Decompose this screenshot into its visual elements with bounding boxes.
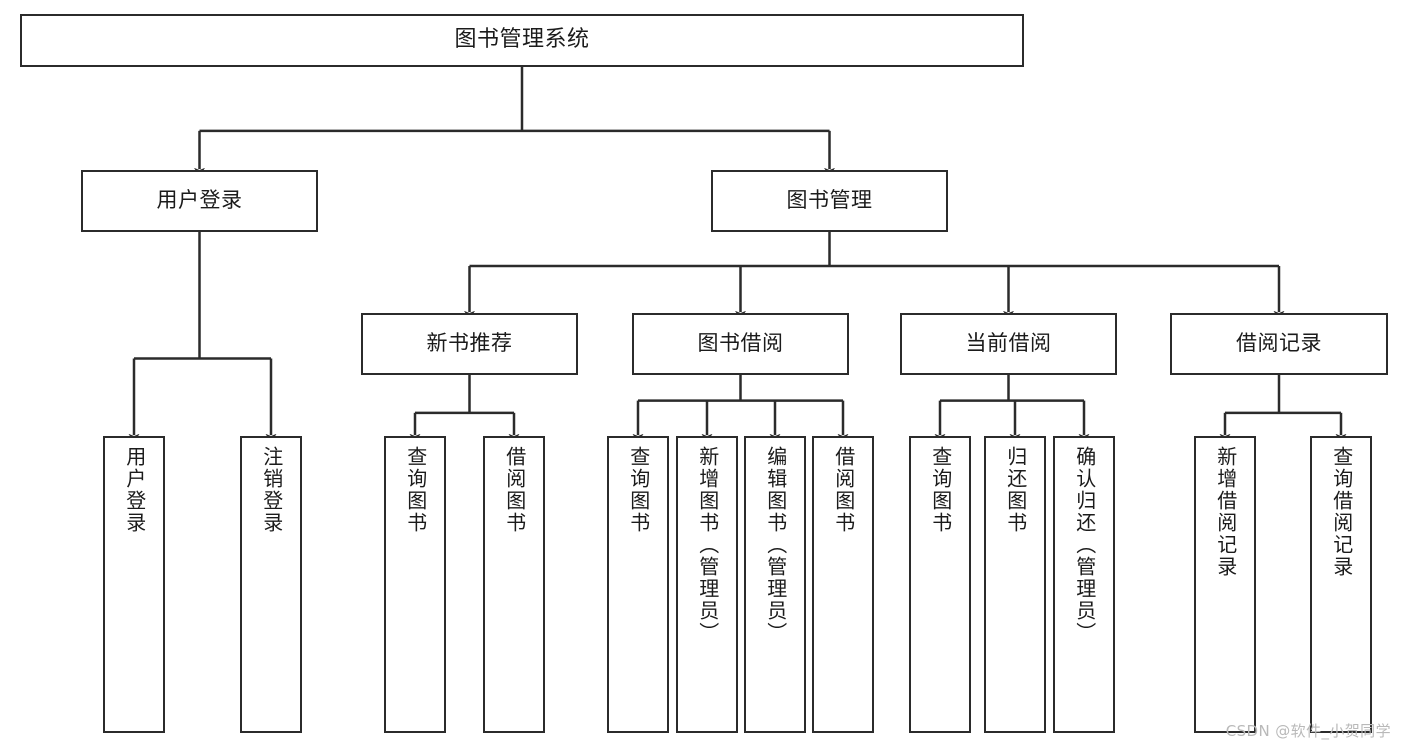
node-borrow-record[interactable]: 借阅记录 [1170,313,1388,375]
leaf-query-record[interactable]: 查询借阅记录 [1310,436,1372,733]
node-book-borrow[interactable]: 图书借阅 [632,313,849,375]
node-borrow-record-label: 借阅记录 [1236,331,1322,356]
node-user-login-label: 用户登录 [156,188,243,213]
leaf-add-book[interactable]: 新增图书（管理员） [676,436,738,733]
node-root[interactable]: 图书管理系统 [20,14,1024,67]
node-user-login[interactable]: 用户登录 [81,170,318,232]
leaf-add-record[interactable]: 新增借阅记录 [1194,436,1256,733]
node-new-book-recommend-label: 新书推荐 [426,331,513,356]
leaf-edit-book[interactable]: 编辑图书（管理员） [744,436,806,733]
node-book-borrow-label: 图书借阅 [697,331,784,356]
leaf-confirm-return[interactable]: 确认归还（管理员） [1053,436,1115,733]
node-current-borrow[interactable]: 当前借阅 [900,313,1117,375]
leaf-logout-label: 注销登录 [259,446,284,534]
leaf-return-book[interactable]: 归还图书 [984,436,1046,733]
leaf-query-book-2[interactable]: 查询图书 [607,436,669,733]
node-new-book-recommend[interactable]: 新书推荐 [361,313,578,375]
leaf-edit-book-label: 编辑图书（管理员） [763,446,788,644]
leaf-query-record-label: 查询借阅记录 [1329,446,1354,578]
leaf-borrow-book-2-label: 借阅图书 [831,446,856,534]
leaf-user-login-label: 用户登录 [122,446,147,534]
node-book-management[interactable]: 图书管理 [711,170,948,232]
leaf-borrow-book-1-label: 借阅图书 [502,446,527,534]
leaf-query-book-1[interactable]: 查询图书 [384,436,446,733]
leaf-logout[interactable]: 注销登录 [240,436,302,733]
node-root-label: 图书管理系统 [454,27,590,53]
leaf-add-book-label: 新增图书（管理员） [695,446,720,644]
leaf-confirm-return-label: 确认归还（管理员） [1072,446,1097,644]
leaf-add-record-label: 新增借阅记录 [1213,446,1238,578]
node-current-borrow-label: 当前借阅 [965,331,1052,356]
leaf-query-book-2-label: 查询图书 [626,446,651,534]
leaf-query-book-3-label: 查询图书 [928,446,953,534]
leaf-query-book-1-label: 查询图书 [403,446,428,534]
leaf-return-book-label: 归还图书 [1003,446,1028,534]
leaf-query-book-3[interactable]: 查询图书 [909,436,971,733]
node-book-management-label: 图书管理 [786,188,873,213]
leaf-borrow-book-2[interactable]: 借阅图书 [812,436,874,733]
leaf-user-login[interactable]: 用户登录 [103,436,165,733]
leaf-borrow-book-1[interactable]: 借阅图书 [483,436,545,733]
